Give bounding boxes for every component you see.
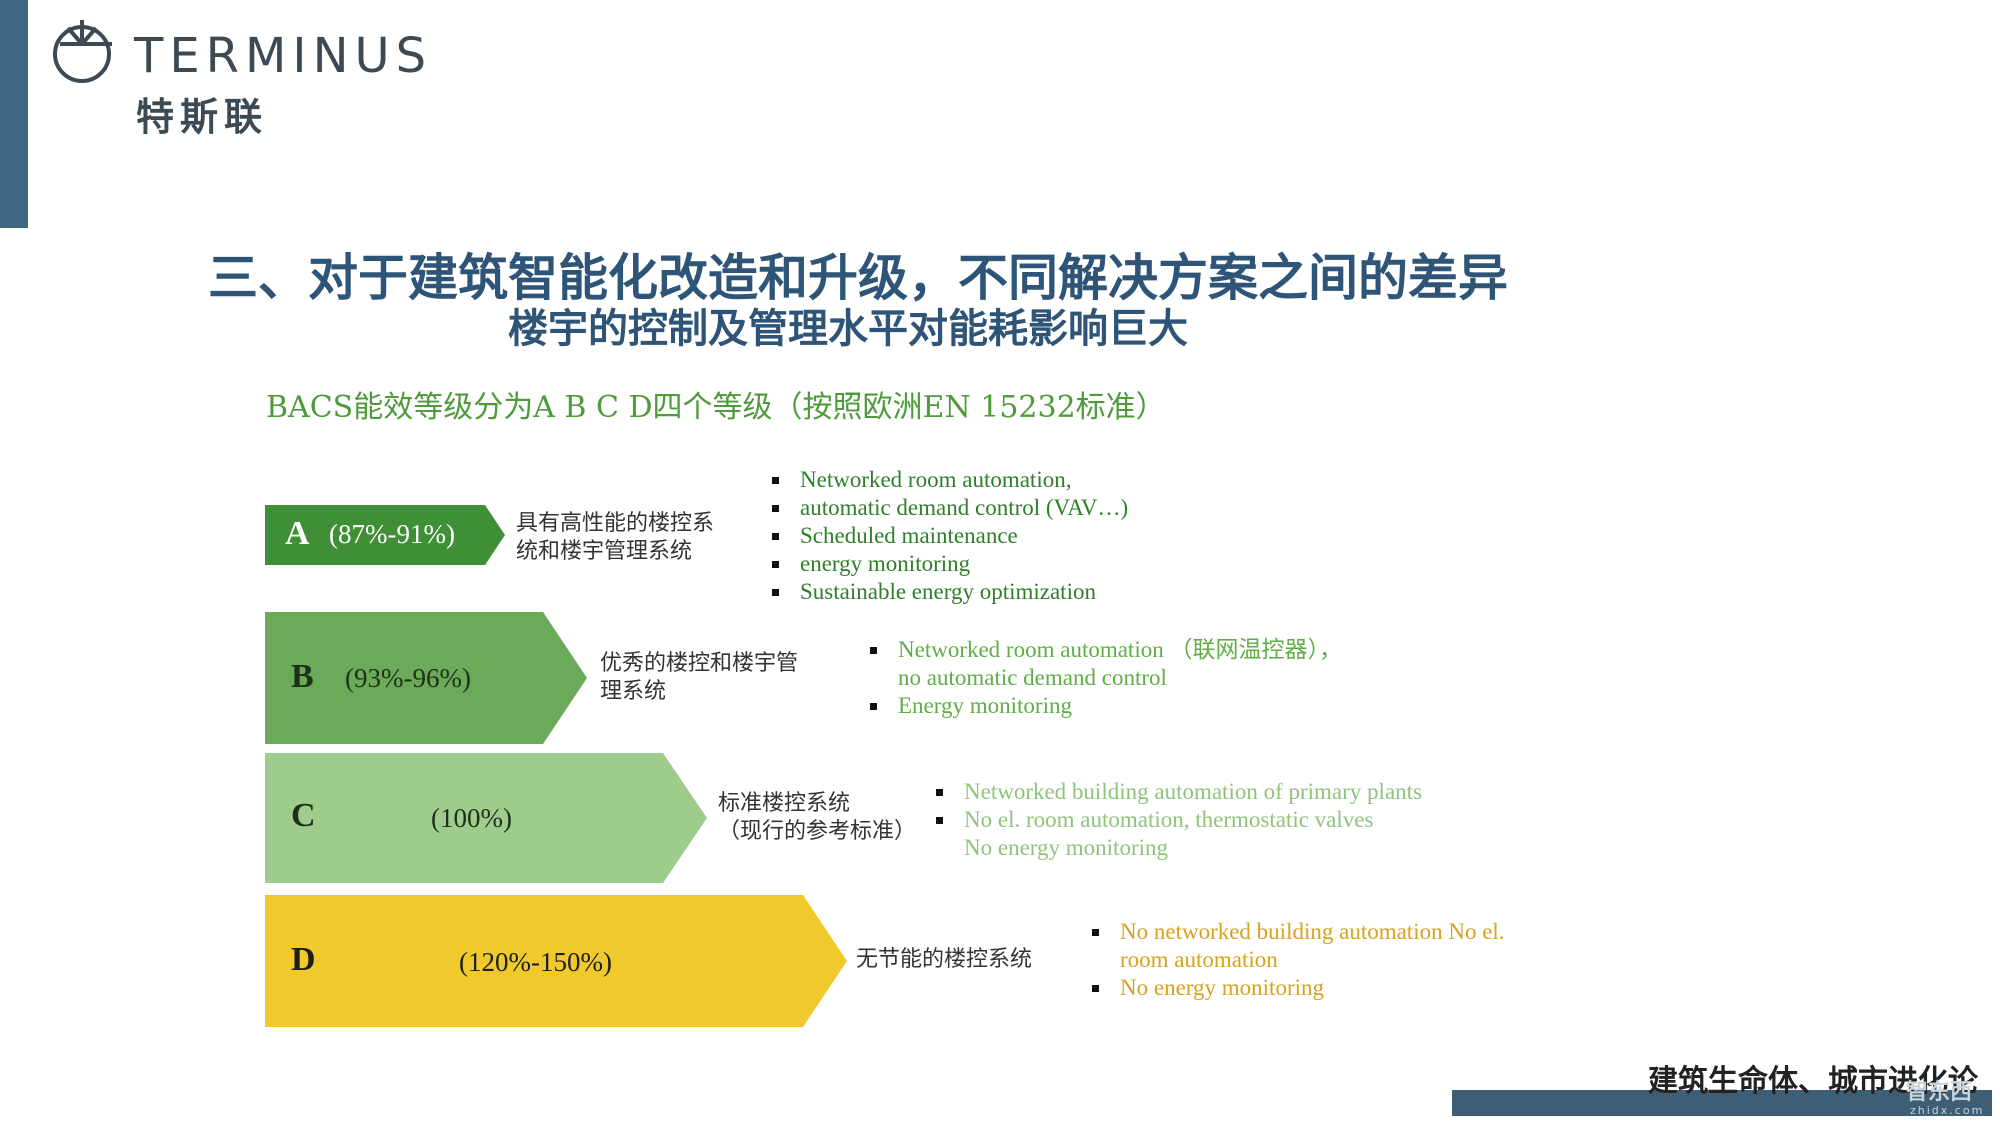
description-line: （现行的参考标准） [718, 819, 917, 844]
grade-arrow-a: A (87%-91%) [265, 505, 505, 565]
watermark: 智东西 [1906, 1080, 1973, 1105]
list-item: no automatic demand control [898, 665, 1167, 690]
list-item: Scheduled maintenance [768, 522, 1128, 550]
description-line: 无节能的楼控系统 [856, 947, 1033, 972]
arrow-fill-c [265, 753, 707, 883]
grade-letter: A [285, 515, 310, 552]
grade-description-a: 具有高性能的楼控系 统和楼宇管理系统 [516, 510, 714, 566]
grade-letter: C [291, 797, 316, 834]
list-item: Networked building automation of primary… [932, 778, 1422, 806]
brand-name-en: TERMINUS [134, 28, 433, 84]
description-line: 统和楼宇管理系统 [516, 539, 693, 564]
grade-arrow-shape [265, 895, 847, 1027]
list-item: Energy monitoring [866, 692, 1342, 720]
grade-bullets-c: Networked building automation of primary… [932, 778, 1422, 862]
grade-bullets-a: Networked room automation, automatic dem… [768, 466, 1128, 606]
arrow-fill-a [265, 505, 505, 565]
slide-title: 三、对于建筑智能化改造和升级，不同解决方案之间的差异 [208, 249, 1508, 307]
grade-range: (93%-96%) [345, 663, 471, 693]
grade-letter: D [291, 941, 316, 978]
list-item: No el. room automation, thermostatic val… [932, 806, 1422, 834]
watermark-url: zhidx.com [1910, 1104, 1985, 1117]
grade-range: (100%) [431, 803, 512, 833]
footer-caption: 建筑生命体、城市进化论 [1648, 1064, 1978, 1099]
slide-subtitle: 楼宇的控制及管理水平对能耗影响巨大 [508, 306, 1188, 352]
footer-bar [1452, 1090, 1992, 1116]
list-item: energy monitoring [768, 550, 1128, 578]
description-line: 具有高性能的楼控系 [516, 511, 715, 536]
list-item: automatic demand control (VAV…) [768, 494, 1128, 522]
list-item: No networked building automation No el. [1088, 918, 1505, 946]
description-line: 优秀的楼控和楼宇管 [600, 651, 799, 676]
list-item: room automation [1120, 947, 1278, 972]
arrow-fill-b [265, 612, 587, 744]
grade-bullets-b: Networked room automation （联网温控器）， no au… [866, 636, 1342, 720]
description-line: 标准楼控系统 [718, 791, 851, 816]
list-item: No energy monitoring [1088, 974, 1505, 1002]
grade-description-b: 优秀的楼控和楼宇管 理系统 [600, 650, 798, 706]
list-item: Networked room automation, [768, 466, 1128, 494]
list-item: No energy monitoring [964, 835, 1168, 860]
brand-name-zh: 特斯联 [136, 95, 269, 139]
grade-bullets-d: No networked building automation No el. … [1088, 918, 1505, 1002]
list-item: Sustainable energy optimization [768, 578, 1128, 606]
arrow-fill-d [265, 895, 847, 1027]
grade-range: (87%-91%) [329, 519, 455, 549]
grade-description-c: 标准楼控系统 （现行的参考标准） [718, 790, 916, 846]
grade-range: (120%-150%) [459, 947, 612, 977]
standard-line: BACS能效等级分为A B C D四个等级（按照欧洲EN 15232标准） [266, 390, 1166, 425]
grade-arrow-shape [265, 753, 707, 883]
list-item: Networked room automation （联网温控器）， [866, 636, 1342, 664]
grade-arrow-c: C (100%) [265, 753, 707, 883]
grade-description-d: 无节能的楼控系统 [856, 946, 1032, 974]
grade-arrow-shape [265, 505, 505, 565]
grade-letter: B [291, 658, 314, 695]
left-accent-bar [0, 0, 28, 228]
grade-arrow-d: D (120%-150%) [265, 895, 847, 1027]
description-line: 理系统 [600, 679, 667, 704]
grade-arrow-shape [265, 612, 587, 744]
grade-arrow-b: B (93%-96%) [265, 612, 587, 744]
terminus-logo-icon [53, 20, 112, 83]
